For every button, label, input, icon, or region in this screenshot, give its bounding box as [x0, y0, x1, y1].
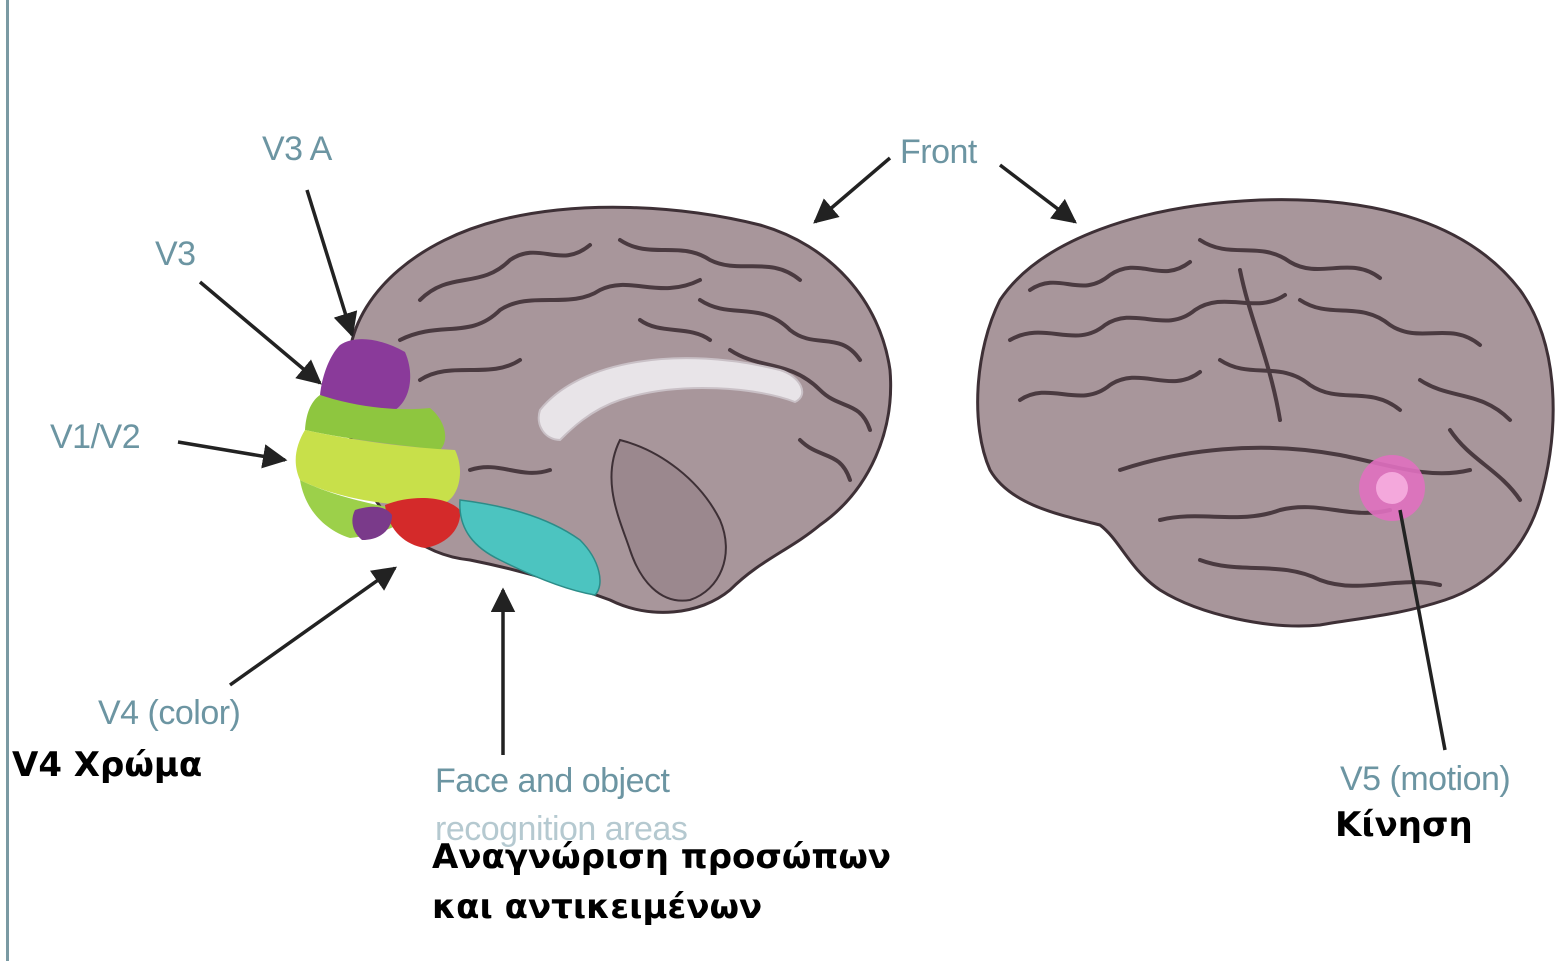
label-face-object-1: Face and object	[435, 762, 669, 801]
greek-label-v4: V4 Χρώμα	[12, 738, 202, 792]
arrow-v1v2	[178, 442, 285, 460]
label-v1v2: V1/V2	[50, 418, 140, 457]
arrow-v4	[230, 568, 395, 685]
lateral-brain-shape	[978, 200, 1553, 626]
label-v3a: V3 A	[262, 130, 332, 169]
arrow-v3	[200, 282, 320, 383]
label-v5-motion: V5 (motion)	[1340, 760, 1510, 799]
arrow-front-right	[1000, 165, 1075, 222]
label-v4-color: V4 (color)	[98, 694, 240, 733]
label-front: Front	[900, 133, 977, 172]
v5-area-core	[1376, 472, 1408, 504]
arrow-v3a	[307, 190, 352, 335]
greek-label-motion: Κίνηση	[1335, 798, 1473, 852]
lateral-brain-view	[978, 200, 1553, 626]
greek-label-face-line1: Αναγνώριση προσώπων	[432, 830, 891, 884]
greek-label-face-line2: και αντικειμένων	[432, 880, 762, 934]
medial-brain-view	[296, 207, 891, 612]
arrow-front-left	[815, 158, 890, 222]
label-v3: V3	[155, 235, 196, 274]
v4-area-purple	[352, 507, 392, 540]
